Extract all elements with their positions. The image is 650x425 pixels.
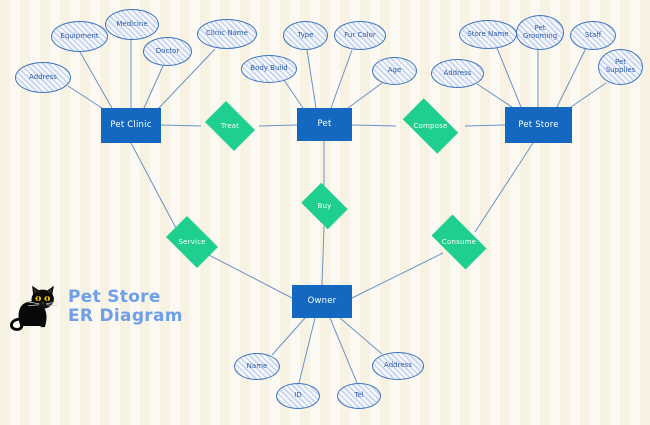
relationship-label: Consume [441, 238, 477, 246]
relationship-label: Treat [220, 122, 240, 130]
relationship-label: Compose [413, 122, 448, 130]
entity-label: Pet Store [518, 119, 559, 130]
entity-pet-clinic[interactable]: Pet Clinic [101, 108, 161, 143]
attribute-label: Address [29, 72, 57, 81]
attribute-clinic-name[interactable]: Clinic Name [197, 19, 257, 49]
edge-pet-type-to-pet [306, 49, 317, 109]
entity-label: Pet [317, 119, 332, 130]
edge-store-address-to-pet-store [476, 83, 513, 108]
edge-owner-to-owner-tel [329, 317, 358, 384]
attribute-owner-id[interactable]: ID [276, 383, 320, 409]
attribute-clinic-doctor[interactable]: Doctor [143, 37, 192, 66]
edge-service-to-owner [204, 252, 293, 299]
edge-clinic-equipment-to-pet-clinic [79, 51, 113, 109]
relationship-buy[interactable]: Buy [298, 182, 351, 230]
attribute-pet-age[interactable]: Age [372, 57, 417, 85]
attribute-label: Address [443, 68, 472, 77]
edge-pet-store-to-consume [474, 142, 534, 233]
attribute-label: Clinic Name [206, 29, 248, 38]
relationship-service[interactable]: Service [161, 216, 223, 268]
relationship-treat[interactable]: Treat [201, 101, 259, 151]
diagram-title: Pet Store ER Diagram [68, 286, 183, 326]
title-line-1: Pet Store [68, 286, 161, 307]
attribute-store-supplies[interactable]: Pet Supplies [598, 49, 643, 85]
attribute-store-name[interactable]: Store Name [459, 20, 517, 49]
edge-pet-age-to-pet [347, 82, 383, 109]
edge-store-staff-to-pet-store [556, 47, 587, 108]
edge-store-name-to-pet-store [496, 47, 522, 108]
entity-owner[interactable]: Owner [292, 285, 352, 318]
entity-pet[interactable]: Pet [297, 108, 352, 141]
attribute-pet-fur-color[interactable]: Fur Color [334, 21, 386, 50]
attribute-store-staff[interactable]: Staff [570, 21, 616, 50]
edge-pet-clinic-to-service [130, 142, 179, 233]
attribute-label: Name [246, 361, 268, 370]
edge-owner-to-owner-id [298, 317, 316, 384]
edge-treat-to-pet [258, 124, 298, 127]
attribute-label: Fur Color [344, 30, 376, 39]
entity-pet-store[interactable]: Pet Store [505, 107, 572, 143]
relationship-compose[interactable]: Compose [396, 98, 465, 154]
attribute-label: Doctor [155, 46, 180, 55]
attribute-label: Medicine [116, 19, 148, 28]
attribute-label: ID [294, 391, 302, 400]
edge-clinic-address-to-pet-clinic [67, 85, 106, 111]
entity-label: Owner [307, 296, 337, 307]
attribute-label: Age [387, 66, 402, 75]
edge-clinic-doctor-to-pet-clinic [143, 65, 164, 109]
edge-consume-to-owner [351, 252, 444, 299]
diagram-logo-title: Pet Store ER Diagram [8, 272, 208, 342]
edge-pet-fur-color-to-pet [330, 49, 353, 109]
relationship-consume[interactable]: Consume [425, 214, 493, 270]
edge-pet-to-compose [351, 124, 397, 127]
edge-clinic-name-to-pet-clinic [156, 48, 216, 111]
attribute-label: Staff [584, 30, 602, 39]
attribute-clinic-equipment[interactable]: Equipment [51, 21, 108, 52]
attribute-label: Pet Grooming [522, 23, 558, 40]
attribute-label: Equipment [60, 31, 99, 40]
attribute-store-grooming[interactable]: Pet Grooming [516, 15, 564, 50]
edge-pet-body-build-to-pet [283, 79, 304, 109]
attribute-pet-body-build[interactable]: Body Build [241, 55, 297, 83]
edge-buy-to-owner [321, 225, 325, 286]
black-cat-icon [10, 285, 58, 331]
edge-owner-to-owner-name [271, 317, 306, 356]
edge-owner-to-owner-address [339, 317, 383, 355]
attribute-owner-tel[interactable]: Tel [337, 383, 381, 409]
attribute-label: Store Name [467, 29, 509, 38]
relationship-label: Service [178, 238, 206, 246]
attribute-owner-name[interactable]: Name [234, 353, 280, 380]
attribute-owner-address[interactable]: Address [372, 352, 424, 380]
attribute-label: Tel [354, 391, 364, 400]
attribute-label: Address [384, 361, 412, 370]
attribute-store-address[interactable]: Address [431, 59, 484, 88]
attribute-label: Body Build [250, 64, 288, 73]
attribute-label: Pet Supplies [605, 58, 636, 74]
attribute-pet-type[interactable]: Type [283, 21, 328, 50]
title-line-2: ER Diagram [68, 306, 183, 326]
edge-store-supplies-to-pet-store [567, 82, 607, 110]
attribute-clinic-address[interactable]: Address [15, 62, 71, 93]
entity-label: Pet Clinic [110, 120, 152, 131]
edge-pet-clinic-to-treat [160, 124, 202, 127]
attribute-clinic-medicine[interactable]: Medicine [105, 9, 159, 40]
edge-compose-to-pet-store [464, 124, 506, 127]
relationship-label: Buy [317, 202, 332, 210]
attribute-label: Type [297, 30, 314, 39]
